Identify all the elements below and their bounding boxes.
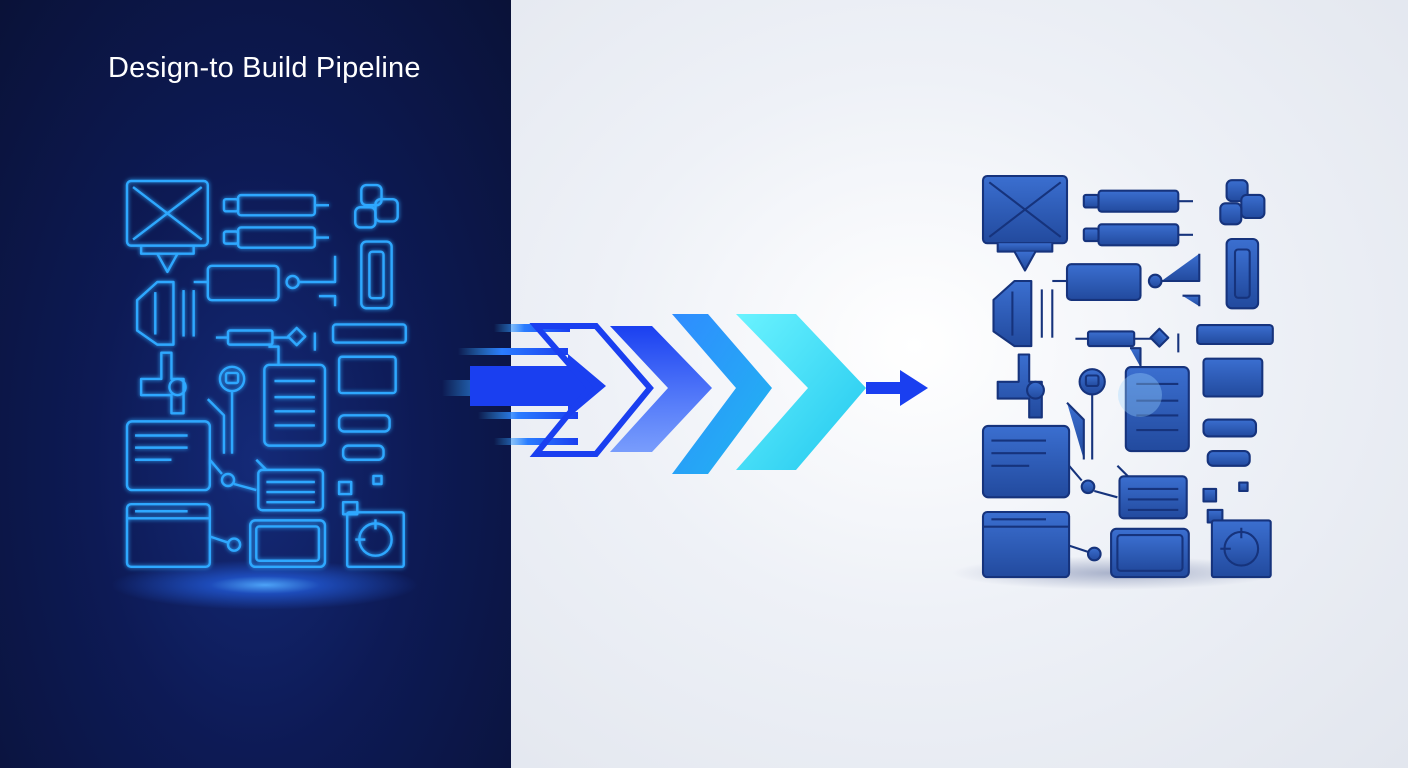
design-panel — [0, 0, 511, 768]
pipeline-chevrons-arrow-icon — [442, 314, 928, 474]
blueprint-glow — [110, 560, 420, 610]
built-highlight — [1118, 373, 1162, 417]
page-title: Design-to Build Pipeline — [108, 52, 421, 84]
built-components-icon — [981, 174, 1274, 579]
blueprint-schematic-icon — [125, 179, 407, 569]
